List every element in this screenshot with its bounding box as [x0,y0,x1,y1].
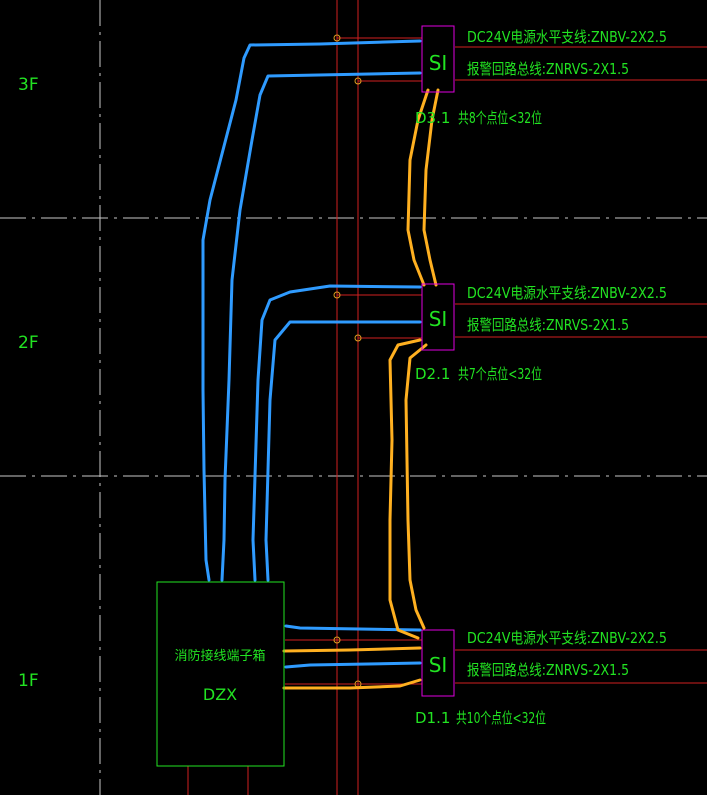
power-line-label-1f: DC24V电源水平支线:ZNBV-2X2.5 [467,629,667,647]
module-points-1f: 共10个点位<32位 [456,709,546,727]
si-symbol-1f: SI [429,653,448,677]
module-id-3f: D3.1 [415,109,450,127]
module-points-3f: 共8个点位<32位 [458,109,542,127]
floor-label-1f: 1F [18,671,39,691]
blue-wire-3f-alarm [220,71,422,582]
alarm-line-label-3f: 报警回路总线:ZNRVS-2X1.5 [467,60,629,78]
floor-label-3f: 3F [18,75,39,95]
power-line-label-2f: DC24V电源水平支线:ZNBV-2X2.5 [467,284,667,302]
yellow-loop-2f-1f-b [404,343,428,630]
module-points-2f: 共7个点位<32位 [458,365,542,383]
blue-wire-2f-power [251,284,422,582]
blue-wire-1f-alarm [284,661,422,669]
yellow-wire-1f-a [282,646,422,653]
module-id-1f: D1.1 [415,709,450,727]
si-module-1f [421,629,455,697]
terminal-box-code: DZX [203,685,237,704]
si-symbol-3f: SI [429,51,448,75]
floor-label-2f: 2F [18,333,39,353]
blue-wire-3f-power [201,39,422,582]
yellow-loop-3f-2f-b [422,88,440,287]
alarm-line-label-2f: 报警回路总线:ZNRVS-2X1.5 [467,316,629,334]
blue-wire-2f-alarm [264,320,422,582]
si-module-2f [421,283,455,351]
yellow-wire-1f-b [282,678,422,690]
yellow-loop-3f-2f-a [406,88,430,287]
si-symbol-2f: SI [429,307,448,331]
power-line-label-3f: DC24V电源水平支线:ZNBV-2X2.5 [467,28,667,46]
terminal-box [156,581,285,767]
module-id-2f: D2.1 [415,365,450,383]
si-module-3f [421,25,455,93]
terminal-box-name: 消防接线端子箱 [174,648,265,664]
alarm-line-label-1f: 报警回路总线:ZNRVS-2X1.5 [467,661,629,679]
blue-wire-1f-power [284,624,422,632]
yellow-loop-2f-1f-a [388,338,422,640]
